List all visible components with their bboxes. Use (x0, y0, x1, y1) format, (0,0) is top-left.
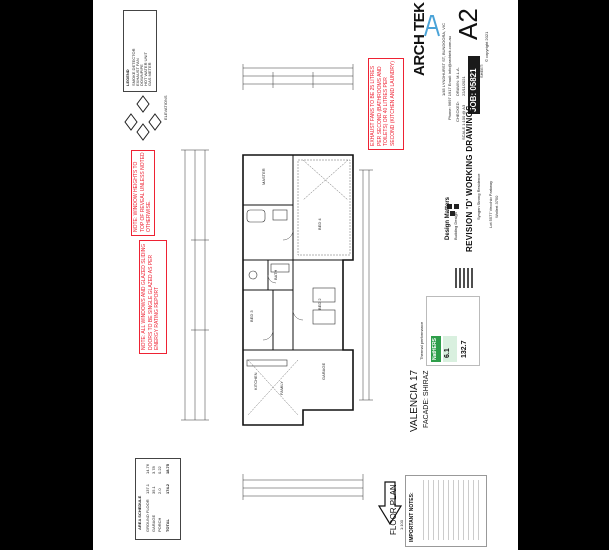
window-heights-note: NOTE: WINDOW HEIGHTS TO TOP OF REVEAL UN… (133, 152, 152, 232)
area-row-sq: 14.76 (145, 463, 150, 474)
area-row-sq: 18.75 (165, 463, 170, 474)
energy-rating: 132.7 (461, 340, 468, 358)
area-row-m2: 174.2 (165, 483, 170, 494)
copyright: © copyright 2021 (484, 31, 489, 62)
room-kitchen: KITCHEN (253, 372, 258, 390)
room-master: MASTER (261, 168, 266, 185)
door-swings (262, 229, 304, 341)
area-schedule-title: AREA SCHEDULE (137, 495, 142, 530)
glazing-note: NOTE: ALL WINDOWS AND GLAZED SLIDING DOO… (141, 243, 160, 350)
elevation-markers-icon (124, 95, 162, 141)
area-row-sq: 3.78 (151, 466, 156, 474)
drawing-date: 22/11/2021 (461, 76, 466, 96)
area-row-name: PORCH (157, 517, 162, 532)
area-row-name: TOTAL (165, 519, 170, 532)
sheet-size: A2 (453, 8, 483, 40)
house-name: VALENCIA 17 (409, 369, 420, 432)
important-notes-box (405, 475, 487, 547)
room-garage: GARAGE (321, 363, 326, 380)
area-row-name: GROUND FLOOR (145, 499, 150, 532)
area-row-m2: 137.1 (145, 483, 150, 494)
site-address-2: Wollert 3750 (494, 195, 499, 218)
revision-title: REVISION 'D' WORKING DRAWINGS (465, 105, 474, 252)
elevations-key-label: ELEVATIONS (163, 95, 168, 120)
energy-badge-text: NatHERS (432, 338, 438, 360)
dimension-lines-left (181, 149, 209, 421)
dimension-lines-top (242, 64, 354, 90)
area-row-m2: 2.0 (157, 488, 162, 494)
job-number-box (468, 56, 480, 114)
room-bed4: BED 4 (317, 218, 322, 230)
fixtures (246, 209, 336, 367)
client-name: Syngen Strong Residence (476, 173, 481, 220)
room-bed3: BED 3 (249, 310, 254, 322)
floor-plan-drawing: MASTER BED 2 BED 3 BED 4 BATH KITCHEN FA… (173, 60, 373, 500)
design-matters-logo-icon (447, 204, 459, 216)
glazing-note-box (139, 240, 167, 354)
area-row-m2: 35.1 (151, 486, 156, 494)
area-row-name: GARAGE (151, 514, 156, 532)
exhaust-note: EXHAUST FANS TO BE 25 LITRES PER SECOND … (370, 61, 396, 146)
notes-lines (423, 480, 481, 540)
energy-stars-box (443, 336, 457, 362)
company-contact: Phone: 9697 1917 Email: info@archtek.com… (447, 36, 452, 120)
energy-badge (431, 336, 441, 362)
legend-item-5: GAS METER (147, 62, 152, 86)
legend-title: LEGEND (125, 69, 130, 86)
room-labels: MASTER BED 2 BED 3 BED 4 BATH KITCHEN FA… (249, 168, 326, 395)
floor-plan-svg: MASTER BED 2 BED 3 BED 4 BATH KITCHEN FA… (181, 64, 373, 500)
builder-sub: Building Design (453, 212, 458, 240)
internal-walls (243, 155, 353, 351)
room-family: FAMILY (279, 381, 284, 395)
arch-tek-logo-icon (424, 15, 440, 37)
energy-rating-panel (426, 296, 480, 366)
builder-name: Design Matters (445, 196, 451, 240)
legend-box (123, 10, 157, 92)
company-address: 1/45 LYNDHURST ST, BUNDOORA, VIC (441, 23, 446, 96)
exhaust-note-box (368, 58, 404, 150)
site-address-1: Lot 5577 Vecchio Parkway (488, 180, 493, 228)
important-notes-title: IMPORTANT NOTES: (409, 492, 415, 542)
dimension-lines-right (359, 169, 373, 401)
house-facade: FACADE: SHIRAZ (423, 370, 430, 428)
room-bed2: BED 2 (317, 298, 322, 310)
drawn-by: DRAWN: M.L.A. (455, 67, 460, 96)
window-heights-note-box (131, 150, 155, 236)
dimension-lines-bottom (242, 474, 364, 500)
north-arrow-icon (377, 481, 403, 526)
area-row-sq: 0.22 (157, 466, 162, 474)
area-schedule (135, 458, 181, 540)
outer-walls (242, 154, 354, 426)
logo-text: ARCH TEK (411, 2, 428, 77)
roof-lines (247, 159, 351, 416)
room-bath: BATH (273, 270, 278, 280)
energy-label: Thermal performance (419, 321, 424, 360)
qr-code-icon (455, 268, 475, 288)
checked-by: CHECKED: (455, 101, 460, 122)
energy-stars: 6.1 (444, 348, 451, 358)
drawing-sheet: A2 © copyright 2021 SHEET: ARCH TEK 1/45… (93, 0, 518, 550)
